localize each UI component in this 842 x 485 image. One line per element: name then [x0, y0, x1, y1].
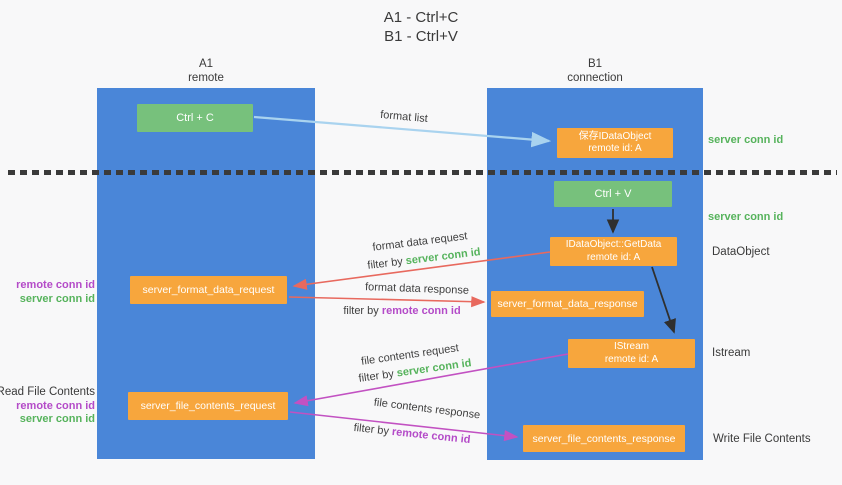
save-idataobject-line2: remote id: A: [588, 143, 642, 154]
remote-conn-id-key: remote conn id: [391, 425, 471, 447]
server-format-data-request-node: server_format_data_request: [130, 276, 287, 304]
dataobject-annotation: DataObject: [712, 246, 770, 258]
server-conn-id-annotation-top: server conn id: [708, 134, 784, 146]
filter-by-remote-conn-id-label-1: filter by remote conn id: [343, 305, 460, 317]
server-conn-id-annotation-bottom: server conn id: [19, 413, 95, 425]
dashed-divider-line: [8, 170, 837, 175]
server-conn-id-annotation-mid: server conn id: [708, 211, 784, 223]
remote-conn-id-key: remote conn id: [381, 305, 461, 317]
diagram-title: A1 - Ctrl+C B1 - Ctrl+V: [0, 8, 842, 46]
save-idataobject-node: 保存IDataObject remote id: A: [557, 128, 673, 158]
server-conn-id-annotation-mid-left: server conn id: [19, 292, 95, 305]
server-file-contents-request-node: server_file_contents_request: [128, 392, 288, 420]
istream-annotation: Istream: [712, 347, 751, 359]
file-contents-response-edge-label: file contents response: [373, 396, 481, 422]
write-file-contents-annotation: Write File Contents: [713, 433, 811, 445]
bottom-left-conn-ids: Read File Contents remote conn id server…: [0, 386, 95, 427]
file-request-label: server_file_contents_request: [140, 400, 276, 412]
server-format-data-response-node: server_format_data_response: [491, 291, 644, 317]
format-response-label: server_format_data_response: [497, 298, 638, 310]
format-data-response-edge-label: format data response: [364, 281, 470, 297]
istream-node: IStream remote id: A: [568, 339, 695, 368]
server-conn-id-key: server conn id: [405, 246, 482, 268]
remote-conn-id-annotation-bottom: remote conn id: [16, 399, 95, 412]
lane-b-subtitle: connection: [567, 72, 623, 84]
file-response-label: server_file_contents_response: [532, 432, 676, 445]
ctrl-v-label: Ctrl + V: [594, 188, 632, 200]
filter-by-prefix: filter by: [343, 305, 379, 317]
filter-by-prefix: filter by: [366, 255, 404, 272]
ctrl-c-node: Ctrl + C: [137, 104, 253, 132]
title-line-1: A1 - Ctrl+C: [383, 9, 459, 26]
format-list-edge-label: format list: [379, 108, 429, 126]
server-file-contents-response-node: server_file_contents_response: [523, 425, 685, 452]
filter-by-remote-conn-id-label-2: filter by remote conn id: [353, 422, 471, 446]
remote-conn-id-annotation-mid: remote conn id: [16, 279, 95, 291]
read-file-contents-annotation: Read File Contents: [0, 386, 95, 398]
istream-line2: remote id: A: [604, 353, 659, 365]
lane-b-name: B1: [587, 58, 603, 70]
lane-a-header: A1 remote: [97, 57, 315, 85]
idataobject-getdata-node: IDataObject::GetData remote id: A: [550, 237, 677, 266]
save-idataobject-line1: 保存IDataObject: [578, 130, 652, 142]
ctrl-c-label: Ctrl + C: [176, 112, 214, 124]
filter-by-prefix: filter by: [357, 368, 395, 385]
mid-left-conn-ids: remote conn id server conn id: [16, 279, 95, 306]
filter-by-prefix: filter by: [353, 421, 390, 438]
format-request-label: server_format_data_request: [142, 284, 275, 296]
lane-b-header: B1 connection: [487, 57, 703, 85]
format-data-response-arrow: [288, 296, 486, 308]
title-line-2: B1 - Ctrl+V: [384, 28, 458, 45]
getdata-line2: remote id: A: [586, 251, 641, 263]
istream-line1: IStream: [613, 341, 649, 352]
lane-a-subtitle: remote: [188, 72, 224, 84]
lane-a-name: A1: [198, 58, 214, 70]
getdata-line1: IDataObject::GetData: [565, 239, 662, 250]
ctrl-v-node: Ctrl + V: [554, 181, 672, 207]
